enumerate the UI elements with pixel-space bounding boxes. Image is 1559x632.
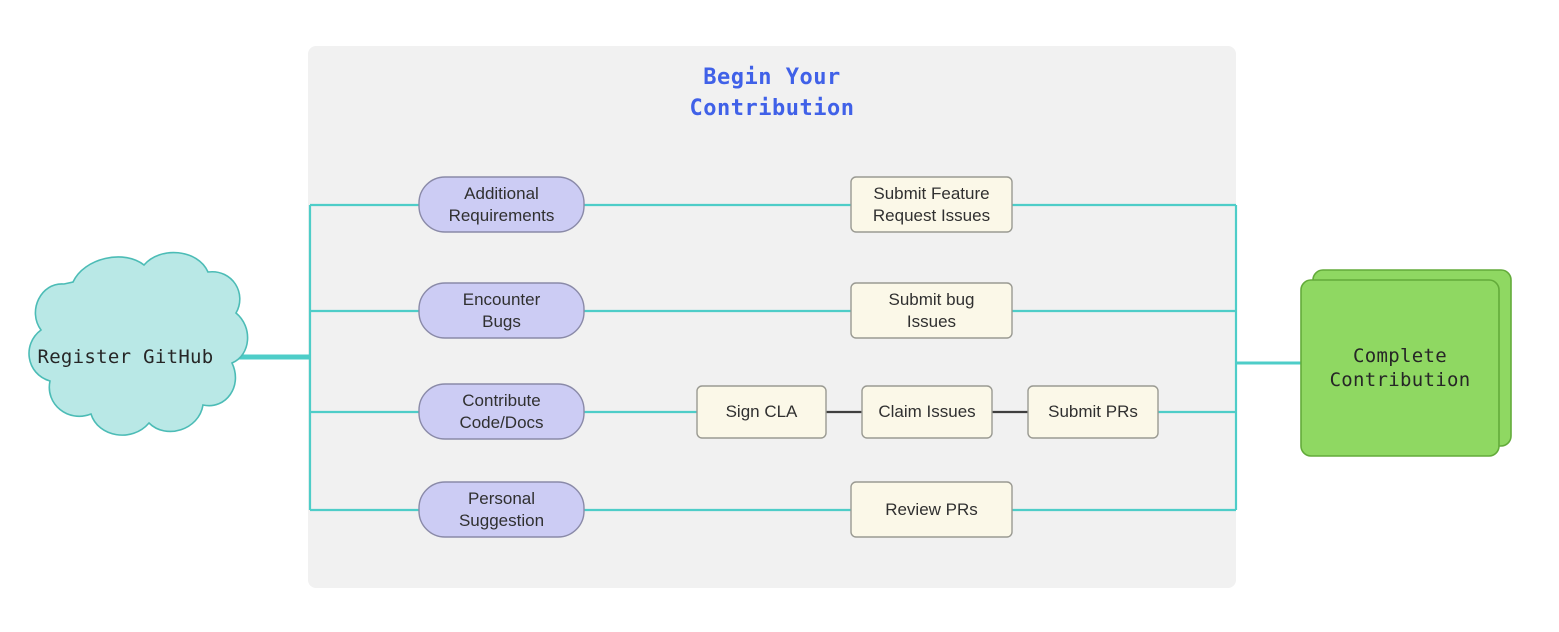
step-node-4-1[interactable]	[850, 481, 1013, 538]
step-node-2-1[interactable]	[850, 282, 1013, 339]
connector-group-rows	[584, 203, 1236, 512]
connector-group-left	[232, 203, 419, 512]
trigger-node-2[interactable]	[418, 282, 585, 339]
step-nodes	[696, 176, 1159, 538]
trigger-node-3[interactable]	[418, 383, 585, 440]
start-node-cloud-shape[interactable]	[28, 251, 249, 436]
step-node-1-1[interactable]	[850, 176, 1013, 233]
diagram-title: Begin Your Contribution	[689, 65, 855, 122]
trigger-nodes	[418, 176, 585, 538]
step-node-3-3[interactable]	[1027, 385, 1159, 439]
end-node[interactable]	[1300, 269, 1512, 457]
trigger-node-4[interactable]	[418, 481, 585, 538]
trigger-node-1[interactable]	[418, 176, 585, 233]
end-node-front-layer	[1300, 279, 1500, 457]
connector-group-right	[1234, 205, 1303, 510]
step-node-3-1[interactable]	[696, 385, 827, 439]
step-node-3-2[interactable]	[861, 385, 993, 439]
